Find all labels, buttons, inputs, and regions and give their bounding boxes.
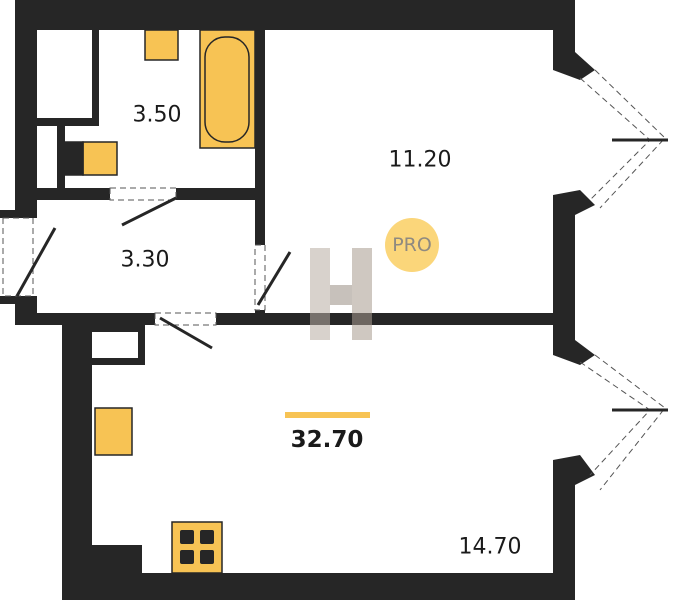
room-area-kitchen: 14.70 [458, 534, 522, 560]
stove-icon [171, 521, 223, 574]
toilet-icon [82, 141, 118, 176]
walls [0, 0, 595, 600]
stove-burners [180, 530, 214, 564]
total-area: 32.70 [290, 427, 364, 453]
watermark-logo [310, 248, 372, 340]
pro-badge: PRO [385, 218, 439, 272]
kitchen-sink-icon [94, 407, 133, 456]
total-area-underline [285, 412, 370, 418]
room-area-bathroom: 3.50 [132, 102, 182, 128]
bathtub-icon [199, 29, 256, 149]
room-area-hallway: 3.30 [120, 247, 170, 273]
closets [37, 30, 92, 188]
bathroom-sink-icon [144, 29, 179, 61]
doors [15, 138, 668, 412]
room-area-room: 11.20 [388, 147, 452, 173]
fixtures [64, 29, 256, 574]
